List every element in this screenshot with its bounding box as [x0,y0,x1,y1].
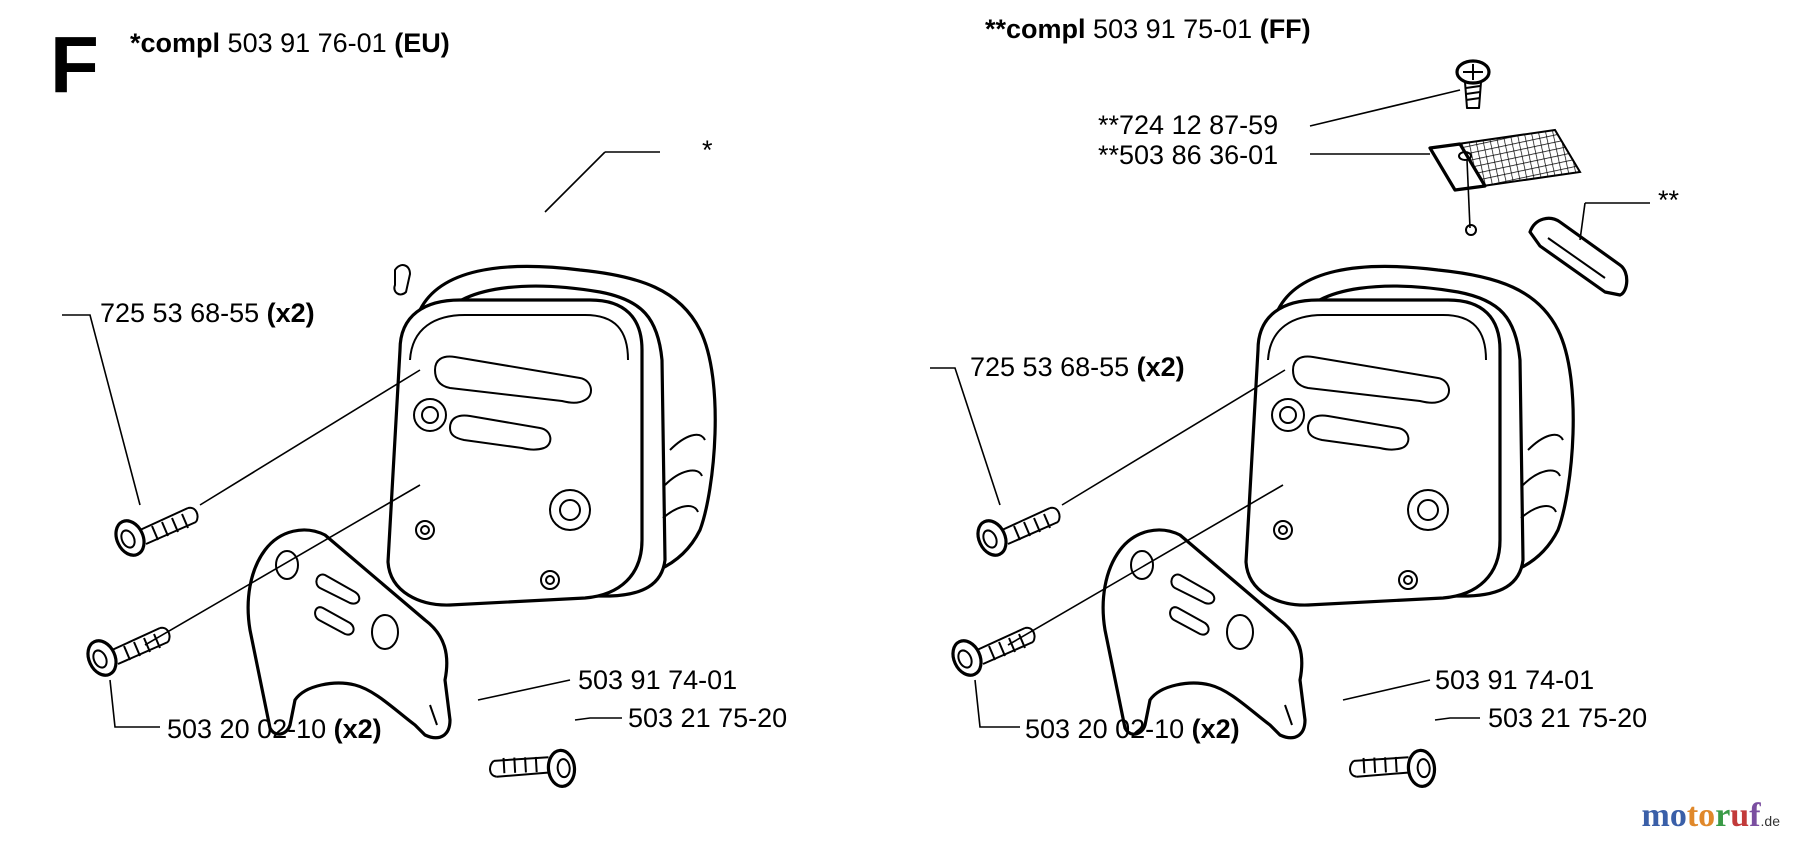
quantity: (x2) [1136,352,1185,382]
quantity: (x2) [333,714,382,744]
section-letter: F [50,20,99,109]
right-bolt-bottom-label[interactable]: 503 20 02-10 (x2) [1025,714,1240,744]
right-screw-label[interactable]: 503 21 75-20 [1488,703,1648,733]
left-screw-label[interactable]: 503 21 75-20 [628,703,788,733]
right-kit-header: **compl 503 91 75-01 (FF) [985,14,1311,44]
watermark-part: r [1715,797,1731,834]
left-bracket-label[interactable]: 503 91 74-01 [578,665,738,695]
watermark-part: f [1749,797,1761,834]
top-screw-drawing [1455,59,1491,109]
watermark-part: to [1686,797,1716,834]
right-kit-suffix: (FF) [1259,14,1311,44]
part-number: 725 53 68-55 [970,352,1130,382]
watermark-logo: motoruf.de [1642,797,1780,835]
right-kit-number: 503 91 75-01 [1093,14,1253,44]
part-number: 503 20 02-10 [1025,714,1185,744]
right-kit-prefix: **compl [985,14,1086,44]
left-kit-suffix: (EU) [394,28,450,58]
left-kit-number: 503 91 76-01 [227,28,387,58]
part-number: 725 53 68-55 [100,298,260,328]
right-bolt-top-label[interactable]: 725 53 68-55 (x2) [970,352,1185,382]
watermark-part: u [1730,797,1750,834]
left-kit-callout: * [702,135,713,165]
right-screw-top-label[interactable]: **724 12 87-59 [1098,110,1279,140]
left-kit-prefix: *compl [130,28,221,58]
quantity: (x2) [266,298,315,328]
left-kit-header: *compl 503 91 76-01 (EU) [130,28,450,58]
watermark-part: mo [1641,797,1687,834]
part-number: 503 20 02-10 [167,714,327,744]
left-bolt-top-label[interactable]: 725 53 68-55 (x2) [100,298,315,328]
right-kit-callout: ** [1658,185,1680,215]
left-bolt-bottom-label[interactable]: 503 20 02-10 (x2) [167,714,382,744]
right-screen-label[interactable]: **503 86 36-01 [1098,140,1279,170]
right-bracket-label[interactable]: 503 91 74-01 [1435,665,1595,695]
quantity: (x2) [1191,714,1240,744]
watermark-suffix: .de [1760,813,1780,829]
